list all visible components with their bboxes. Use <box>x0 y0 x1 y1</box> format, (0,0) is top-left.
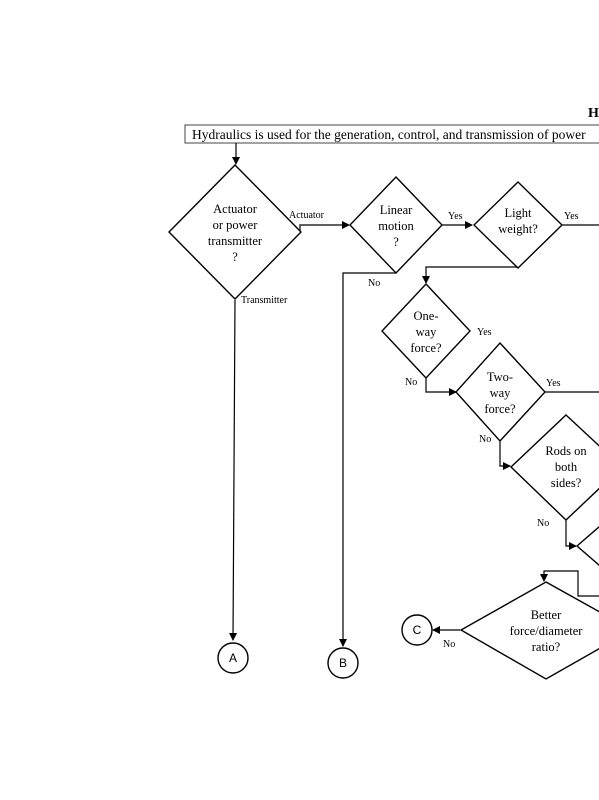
connector-b-label: B <box>339 656 347 670</box>
node-label-line: force? <box>484 402 516 416</box>
edge-label-no: No <box>479 434 491 445</box>
edge-label-yes: Yes <box>546 378 561 389</box>
node-label-line: ? <box>393 235 399 249</box>
node-label-line: Better <box>531 608 562 622</box>
decision-better-force-diameter-ratio: Better force/diameter ratio? <box>459 581 599 680</box>
node-label-line: Two- <box>487 370 513 384</box>
banner-box: Hydraulics is used for the generation, c… <box>184 124 599 144</box>
decision-two-way-force: Two- way force? <box>455 341 546 443</box>
node-label-line: One- <box>414 309 439 323</box>
decision-rods-on-both-sides: Rods on both sides? <box>509 414 599 521</box>
node-label-line: ratio? <box>532 640 561 654</box>
decision-linear-motion: Linear motion ? <box>349 175 443 275</box>
decision-one-way-force: One- way force? <box>381 282 471 380</box>
connector-c-label: C <box>413 623 422 637</box>
node-label-line: sides? <box>551 476 582 490</box>
node-label-line: Rods on <box>545 444 587 458</box>
node-label-line: way <box>416 325 438 339</box>
node-label-line: ? <box>232 250 238 264</box>
edge-label-no: No <box>443 639 455 650</box>
flow-lines <box>229 143 599 647</box>
node-label-line: Linear <box>380 203 413 217</box>
node-label-line: both <box>555 460 578 474</box>
edge-label-no: No <box>405 377 417 388</box>
connector-a-label: A <box>229 651 237 665</box>
edge-label-no: No <box>537 518 549 529</box>
edge-labels: Actuator Transmitter Yes Yes No Yes No Y… <box>241 210 579 650</box>
banner-text: Hydraulics is used for the generation, c… <box>192 127 586 142</box>
node-label-line: force? <box>410 341 442 355</box>
node-label-line: weight? <box>498 222 538 236</box>
edge-label-no: No <box>368 278 380 289</box>
node-label-line: motion <box>378 219 414 233</box>
decision-light-weight: Light weight? <box>472 181 564 269</box>
connector-c: C <box>401 614 433 646</box>
node-label-line: or power <box>213 218 259 232</box>
edge-label-yes: Yes <box>448 211 463 222</box>
edge-label-yes: Yes <box>564 211 579 222</box>
edge-label-transmitter: Transmitter <box>241 295 288 306</box>
node-label-line: transmitter <box>208 234 263 248</box>
connector-a: A <box>217 642 249 674</box>
decision-partial-offscreen <box>575 525 599 567</box>
node-label-line: Light <box>504 206 532 220</box>
node-label-line: force/diameter <box>510 624 584 638</box>
diagram-title-fragment: H <box>588 106 599 121</box>
connector-b: B <box>327 647 359 679</box>
node-label-line: Actuator <box>213 202 258 216</box>
edge-label-yes: Yes <box>477 327 492 338</box>
edge-label-actuator: Actuator <box>289 210 325 221</box>
node-label-line: way <box>490 386 512 400</box>
decision-actuator-or-transmitter: Actuator or power transmitter ? <box>168 164 302 300</box>
